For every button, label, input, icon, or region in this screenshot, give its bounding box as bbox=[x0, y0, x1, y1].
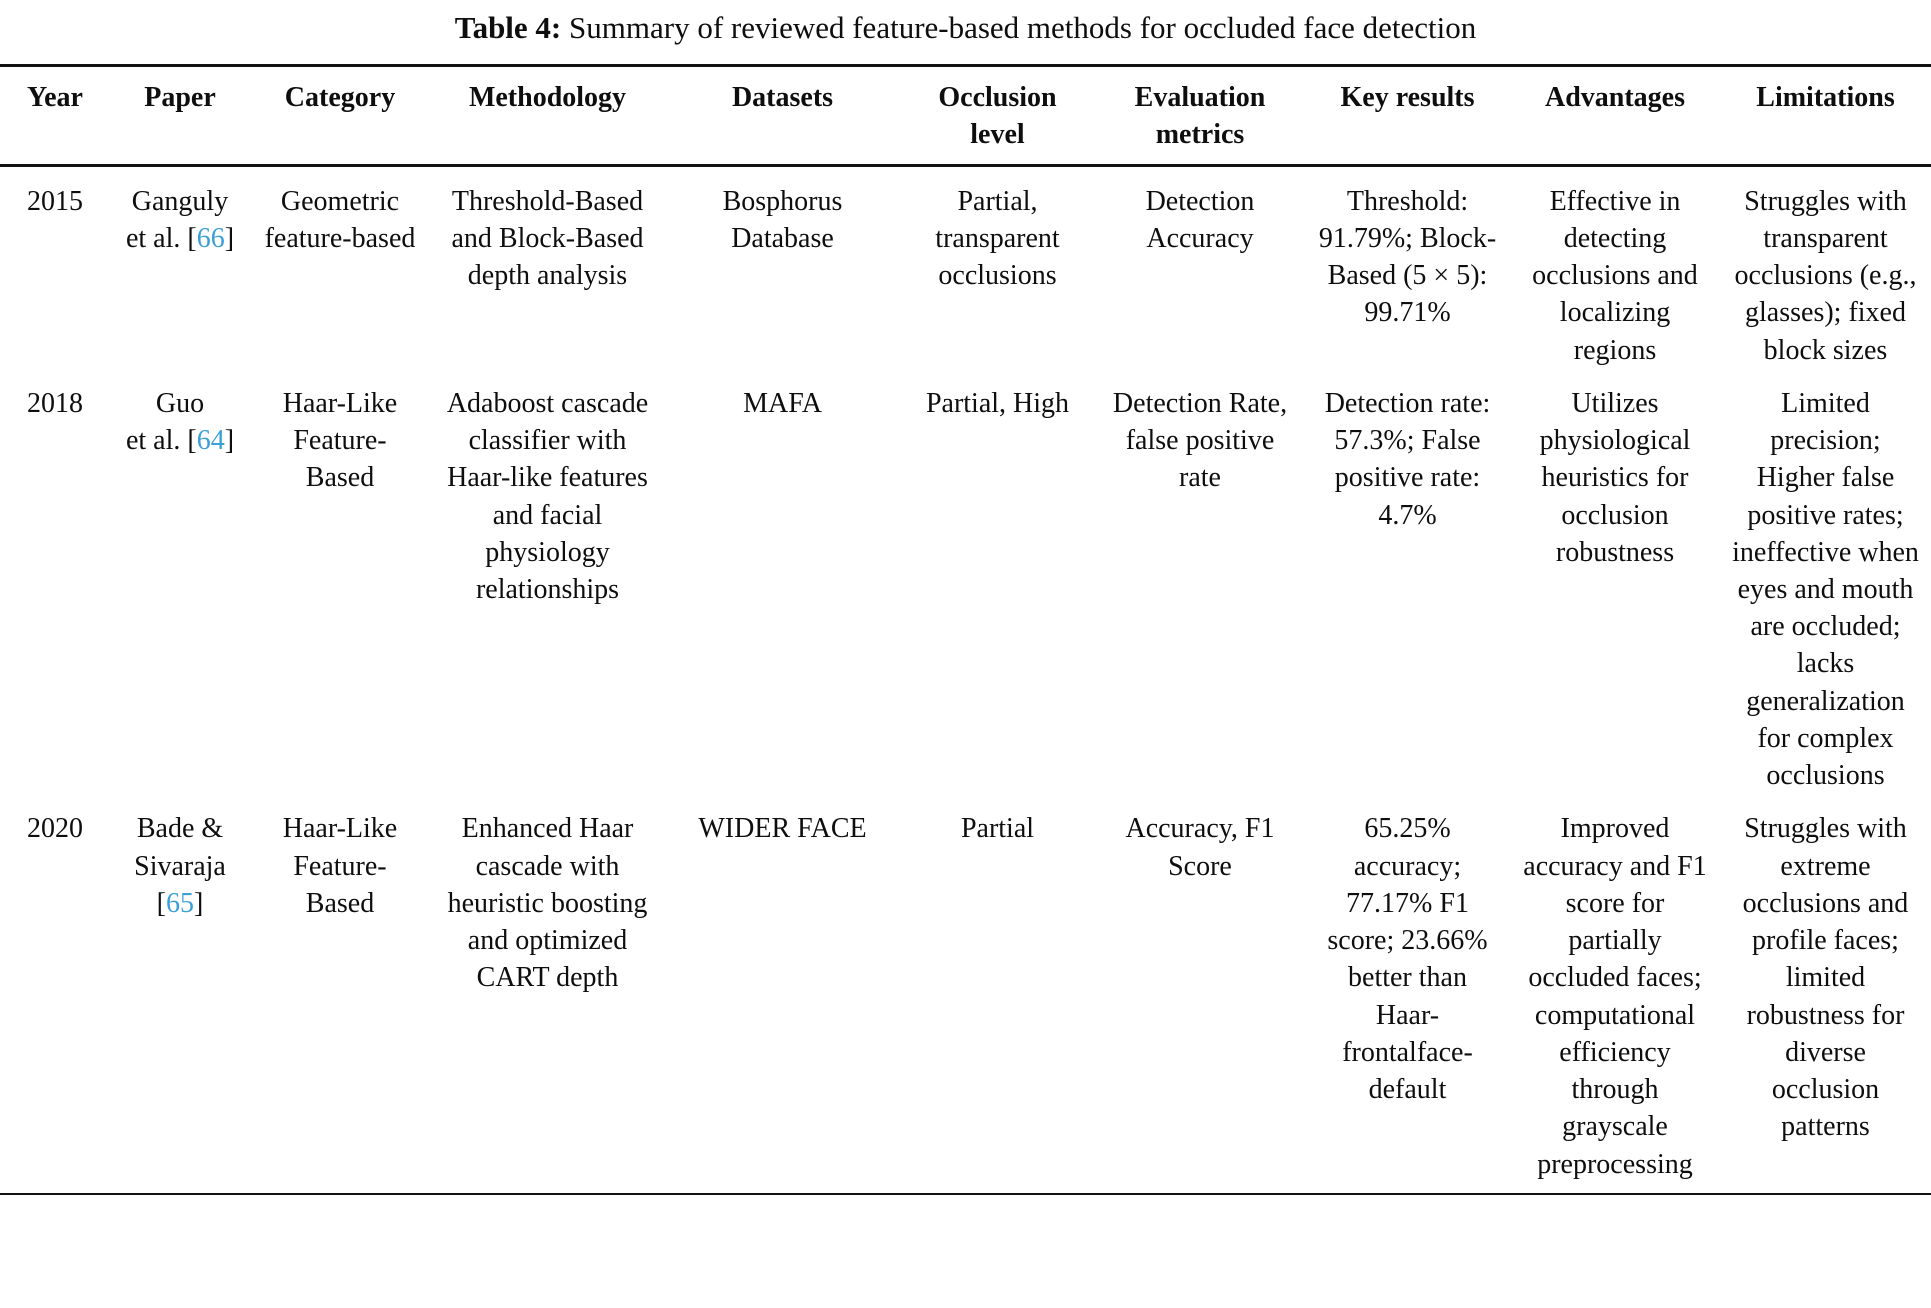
citation-bracket-close: ] bbox=[224, 222, 235, 254]
citation-bracket-close: ] bbox=[224, 425, 235, 457]
citation-ref-link[interactable]: 66 bbox=[196, 222, 225, 254]
cell-methodology: Adaboost cascade classifier with Haar-li… bbox=[446, 387, 649, 605]
cell-limitations: Struggles with transparent occlusions (e… bbox=[1734, 185, 1917, 366]
cell-year: 2018 bbox=[27, 387, 83, 419]
table-row: 2018 Guo et al. [64] Haar-Like Feature-Ba… bbox=[0, 369, 1931, 795]
col-header-evaluation-metrics: Evaluation metrics bbox=[1134, 82, 1266, 151]
cell-limitations: Struggles with extreme occlusions and pr… bbox=[1742, 813, 1909, 1143]
cell-category: Geometric feature-based bbox=[264, 185, 416, 254]
citation-bracket-open: [ bbox=[187, 425, 197, 457]
header-row: Year Paper Category Methodology Datasets… bbox=[0, 66, 1931, 166]
paper-author-line1: Ganguly bbox=[131, 185, 229, 217]
table-row: 2015 Ganguly et al. [66] Geometric featur… bbox=[0, 165, 1931, 369]
cell-occlusion-level: Partial, High bbox=[925, 387, 1070, 419]
cell-limitations: Limited precision; Higher false positive… bbox=[1732, 387, 1919, 792]
paper-author-line2: et al. bbox=[125, 425, 181, 457]
cell-paper: Bade & Sivaraja [65] bbox=[110, 794, 250, 1193]
col-header-key-results: Key results bbox=[1340, 82, 1475, 114]
cell-paper: Ganguly et al. [66] bbox=[110, 165, 250, 369]
cell-datasets: WIDER FACE bbox=[698, 813, 867, 845]
cell-datasets: Bosphorus Database bbox=[722, 185, 843, 254]
cell-category: Haar-Like Feature-Based bbox=[282, 813, 398, 919]
cell-advantages: Improved accuracy and F1 score for parti… bbox=[1523, 813, 1707, 1180]
table-caption: Table 4: Summary of reviewed feature-bas… bbox=[0, 0, 1931, 64]
cell-key-results: Threshold: 91.79%; Block-Based (5 × 5): … bbox=[1318, 185, 1497, 329]
col-header-advantages: Advantages bbox=[1544, 82, 1685, 114]
col-header-limitations: Limitations bbox=[1756, 82, 1895, 114]
cell-advantages: Effective in detecting occlusions and lo… bbox=[1532, 185, 1698, 366]
col-header-methodology: Methodology bbox=[468, 82, 627, 114]
citation-ref-link[interactable]: 65 bbox=[166, 887, 194, 919]
cell-year: 2015 bbox=[27, 185, 83, 217]
cell-methodology: Enhanced Haar cascade with heuristic boo… bbox=[447, 813, 648, 994]
col-header-paper: Paper bbox=[144, 82, 216, 114]
table-caption-text: Summary of reviewed feature-based method… bbox=[569, 10, 1477, 45]
table-caption-label: Table 4: bbox=[454, 10, 562, 45]
summary-table: Year Paper Category Methodology Datasets… bbox=[0, 64, 1931, 1195]
citation-bracket-open: [ bbox=[187, 222, 197, 254]
cell-occlusion-level: Partial, transparent occlusions bbox=[935, 185, 1060, 292]
paper-author-line2: et al. bbox=[125, 222, 181, 254]
cell-key-results: Detection rate: 57.3%; False positive ra… bbox=[1324, 387, 1491, 531]
cell-occlusion-level: Partial bbox=[960, 813, 1035, 845]
citation-bracket-open: [ bbox=[156, 887, 166, 919]
col-header-datasets: Datasets bbox=[731, 82, 834, 114]
paper-author-line1: Bade & bbox=[136, 813, 224, 845]
col-header-year: Year bbox=[27, 82, 83, 114]
cell-category: Haar-Like Feature-Based bbox=[282, 387, 398, 494]
cell-advantages: Utilizes physiological heuristics for oc… bbox=[1539, 387, 1691, 568]
paper-author-line1: Guo bbox=[155, 387, 205, 419]
col-header-occlusion-level: Occlusion level bbox=[938, 82, 1057, 151]
cell-key-results: 65.25% accuracy; 77.17% F1 score; 23.66%… bbox=[1327, 813, 1488, 1106]
table-row: 2020 Bade & Sivaraja [65] Haar-Like Featu… bbox=[0, 794, 1931, 1193]
citation-bracket-close: ] bbox=[194, 887, 204, 919]
cell-year: 2020 bbox=[27, 813, 83, 845]
col-header-category: Category bbox=[284, 82, 396, 114]
cell-evaluation-metrics: Detection Accuracy bbox=[1145, 185, 1255, 254]
cell-paper: Guo et al. [64] bbox=[110, 369, 250, 795]
cell-evaluation-metrics: Detection Rate, false positive rate bbox=[1112, 387, 1288, 494]
cell-datasets: MAFA bbox=[743, 387, 822, 419]
cell-evaluation-metrics: Accuracy, F1 Score bbox=[1125, 813, 1275, 882]
cell-methodology: Threshold-Based and Block-Based depth an… bbox=[451, 185, 644, 292]
citation-ref-link[interactable]: 64 bbox=[196, 425, 225, 457]
paper-author-line2: Sivaraja bbox=[134, 850, 226, 882]
